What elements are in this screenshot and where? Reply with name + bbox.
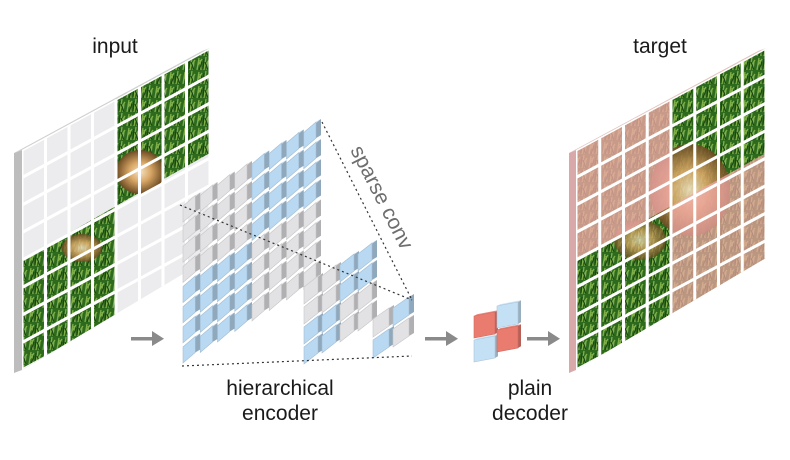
encoder-cell-masked xyxy=(182,192,201,223)
decoder-cell-visible xyxy=(496,300,521,329)
encoder-cell-masked xyxy=(268,240,287,271)
encoder-cell-visible xyxy=(217,312,235,343)
encoder-cell-masked xyxy=(268,260,287,292)
encoder-cell-masked xyxy=(286,230,304,261)
encoder-cell-visible xyxy=(268,140,287,171)
encoder-cell-masked xyxy=(182,252,201,284)
encoder-cell-visible xyxy=(303,139,321,170)
encoder-cell-visible xyxy=(217,272,235,303)
encoder-cell-masked xyxy=(199,202,218,233)
encoder-cell-visible xyxy=(199,282,218,313)
encoder-cell-visible xyxy=(199,322,218,354)
encoder-cell-masked xyxy=(234,161,252,192)
hierarchical-encoder xyxy=(182,119,414,365)
encoder-cell-masked xyxy=(199,182,218,213)
input-image xyxy=(14,48,210,373)
encoder-cell-masked xyxy=(234,181,252,212)
decoder-cell-visible xyxy=(473,334,498,363)
encoder-cell-masked xyxy=(392,315,414,348)
encoder-cell-masked xyxy=(217,171,235,202)
encoder-label-line2: encoder xyxy=(242,402,318,425)
encoder-cell-visible xyxy=(286,129,304,160)
encoder-cell-visible xyxy=(303,179,321,210)
encoder-cell-masked xyxy=(286,270,304,301)
encoder-cell-visible xyxy=(303,159,321,190)
encoder-cell-masked xyxy=(303,199,321,230)
encoder-cell-masked xyxy=(217,191,235,222)
decoder-cell-masked xyxy=(496,324,521,353)
target-label: target xyxy=(633,35,687,58)
encoder-cell-visible xyxy=(268,160,287,191)
encoder-cell-visible xyxy=(182,273,201,304)
encoder-cell-masked xyxy=(251,231,270,262)
encoder-cell-visible xyxy=(199,262,218,293)
encoder-label-line1: hierarchical xyxy=(226,377,334,400)
encoder-stage-2 xyxy=(303,240,377,365)
encoder-cell-masked xyxy=(357,300,377,332)
encoder-cell-visible xyxy=(251,210,270,242)
encoder-cell-visible xyxy=(357,240,377,272)
encoder-cell-masked xyxy=(303,219,321,250)
encoder-stage-1 xyxy=(182,119,321,364)
encoder-cell-visible xyxy=(217,252,235,283)
encoder-cell-masked xyxy=(199,242,218,273)
encoder-cell-masked xyxy=(217,231,235,263)
encoder-cell-visible xyxy=(268,180,287,211)
target-image xyxy=(569,48,766,373)
encoder-cell-visible xyxy=(234,241,252,272)
encoder-cell-visible xyxy=(251,150,270,181)
encoder-cell-masked xyxy=(251,271,270,302)
encoder-cell-masked xyxy=(321,262,341,294)
encoder-stage-3 xyxy=(372,294,414,359)
encoder-cell-visible xyxy=(251,190,270,222)
encoder-cell-visible xyxy=(286,149,304,180)
encoder-cell-visible xyxy=(392,294,414,327)
decoder-label: plain decoder xyxy=(470,376,590,426)
encoder-cell-visible xyxy=(268,200,287,231)
encoder-cell-visible xyxy=(182,333,201,364)
encoder-cell-masked xyxy=(251,291,270,322)
encoder-label: hierarchical encoder xyxy=(200,376,360,426)
encoder-cell-masked xyxy=(286,250,304,281)
encoder-cell-visible xyxy=(357,260,377,292)
encoder-cell-masked xyxy=(234,221,252,252)
encoder-cell-masked xyxy=(286,210,304,241)
encoder-cell-visible xyxy=(234,281,252,313)
decoder-cell-masked xyxy=(473,310,498,339)
encoder-cell-visible xyxy=(286,169,304,201)
encoder-cell-masked xyxy=(182,232,201,264)
encoder-cell-masked xyxy=(234,201,252,232)
encoder-cell-masked xyxy=(268,280,287,312)
right-arrow-icon xyxy=(131,331,164,346)
encoder-cell-visible xyxy=(182,293,201,324)
decoder-label-line1: plain xyxy=(507,377,553,400)
input-label: input xyxy=(92,35,138,58)
encoder-cell-masked xyxy=(182,212,201,243)
encoder-cell-masked xyxy=(303,239,321,271)
encoder-cell-visible xyxy=(234,261,252,292)
encoder-cell-masked xyxy=(357,280,377,312)
encoder-cell-visible xyxy=(303,119,321,150)
encoder-cell-visible xyxy=(182,313,201,344)
encoder-cell-visible xyxy=(199,302,218,334)
encoder-cell-visible xyxy=(234,301,252,333)
encoder-cell-visible xyxy=(286,189,304,221)
plain-decoder xyxy=(473,300,521,363)
decoder-label-line2: decoder xyxy=(492,402,568,425)
encoder-cell-visible xyxy=(251,170,270,201)
sparse-conv-guides xyxy=(179,121,413,367)
encoder-cell-masked xyxy=(303,259,321,291)
encoder-cell-masked xyxy=(268,220,287,251)
sparse-conv-label: sparse conv xyxy=(346,142,418,254)
encoder-cell-visible xyxy=(217,292,235,323)
right-arrow-icon xyxy=(425,331,458,346)
encoder-cell-masked xyxy=(199,222,218,253)
encoder-cell-masked xyxy=(251,251,270,282)
right-arrow-icon xyxy=(527,331,560,346)
